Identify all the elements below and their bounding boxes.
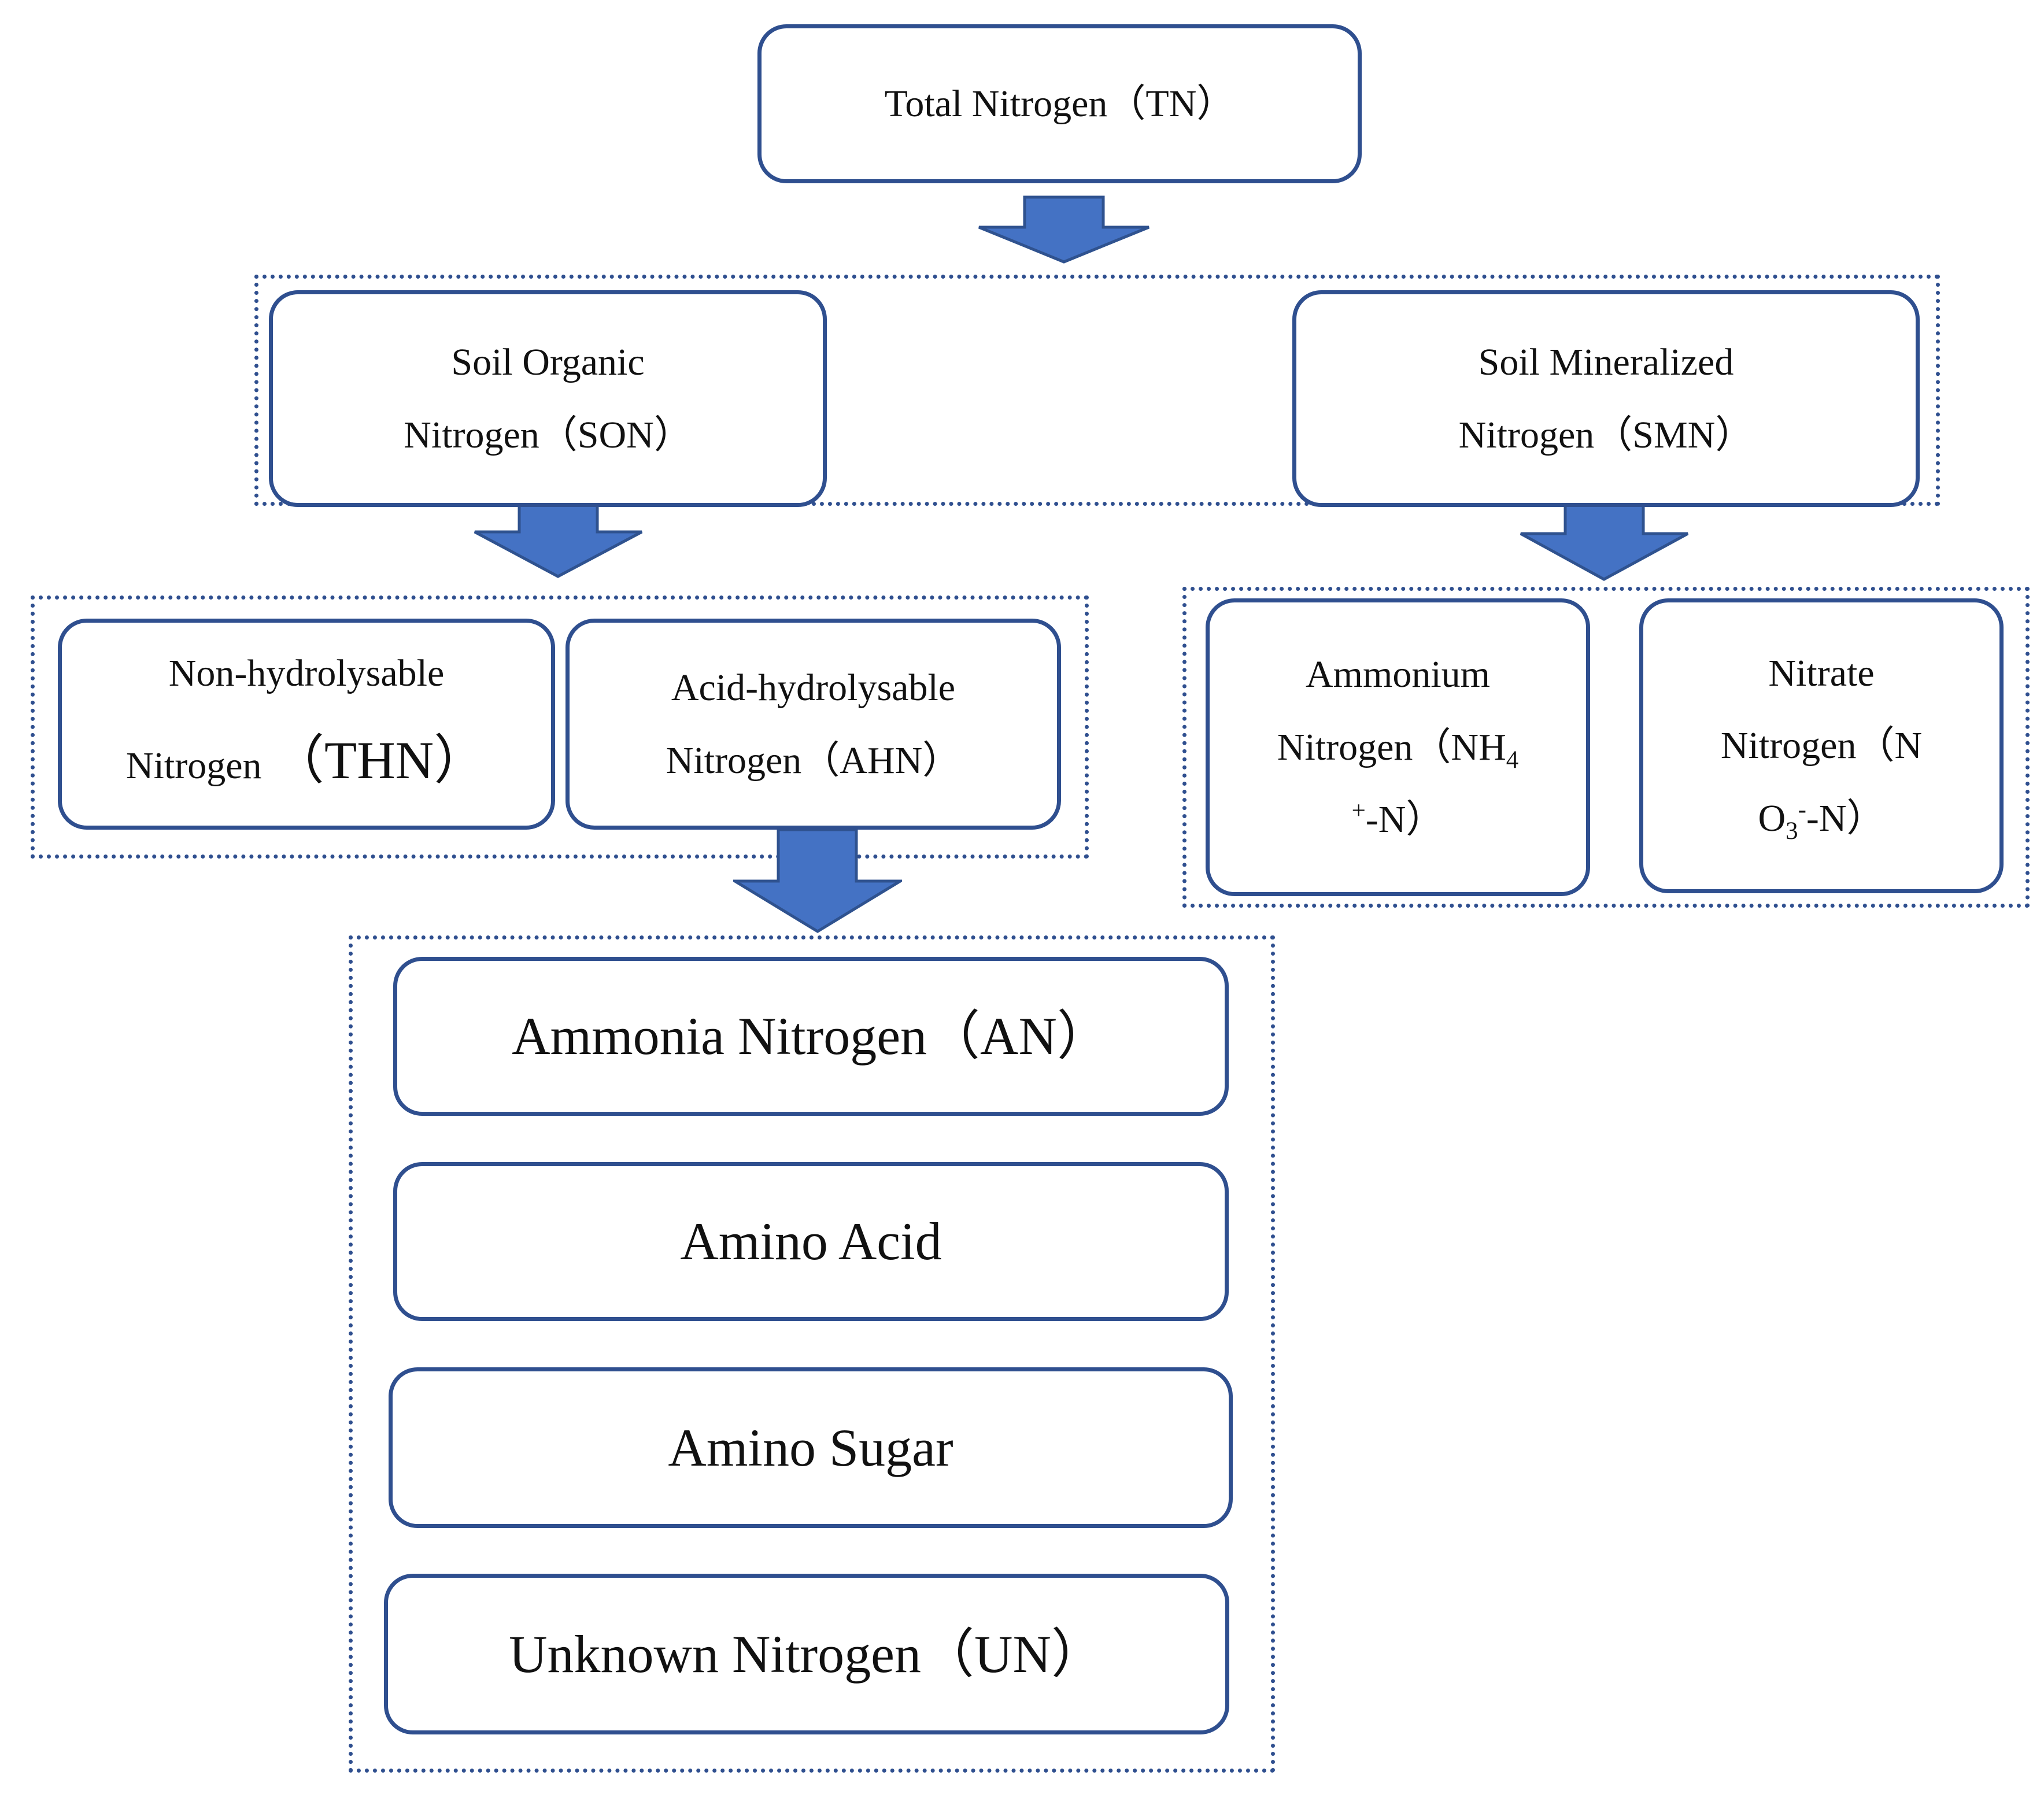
node-soil-organic-nitrogen: Soil Organic Nitrogen（SON） xyxy=(269,290,827,507)
node-label-superscript: + xyxy=(1351,797,1366,825)
node-label-text: Nitrogen（NH xyxy=(1277,726,1506,768)
node-label-text: Nitrogen xyxy=(125,744,272,787)
node-label-line3: O3--N） xyxy=(1758,782,1884,855)
node-label-subscript: 3 xyxy=(1786,817,1798,845)
group-son-smn xyxy=(254,275,1940,506)
node-label: Amino Sugar xyxy=(668,1418,953,1477)
node-label-text: -N） xyxy=(1365,798,1444,841)
node-total-nitrogen: Total Nitrogen（TN） xyxy=(757,24,1362,183)
node-amino-sugar: Amino Sugar xyxy=(389,1367,1233,1528)
node-label-line3: +-N） xyxy=(1352,783,1444,856)
node-label-line2: Nitrogen（N xyxy=(1720,724,1923,767)
node-ammonia-nitrogen: Ammonia Nitrogen（AN） xyxy=(393,957,1229,1116)
node-unknown-nitrogen: Unknown Nitrogen（UN） xyxy=(384,1574,1229,1734)
node-label-subscript: 4 xyxy=(1506,746,1519,774)
node-label-line1: Non-hydrolysable xyxy=(168,652,445,695)
node-label: Amino Acid xyxy=(680,1212,942,1271)
arrow-shape xyxy=(733,828,902,933)
group-ahn-fractions xyxy=(349,935,1275,1773)
arrow-tn-to-group xyxy=(978,195,1149,264)
group-hydrolysis xyxy=(31,595,1089,859)
node-label-superscript: - xyxy=(1798,796,1806,823)
node-ammonium-nitrogen: Ammonium Nitrogen（NH4 +-N） xyxy=(1206,598,1590,896)
node-label-line1: Nitrate xyxy=(1768,652,1875,694)
node-label-line1: Soil Mineralized xyxy=(1478,341,1734,384)
arrow-ahn-to-fractions xyxy=(733,828,902,933)
node-non-hydrolysable-nitrogen: Non-hydrolysable Nitrogen （THN） xyxy=(58,619,555,830)
node-label-text: O xyxy=(1758,797,1786,839)
node-label-line2: Nitrogen（NH4 xyxy=(1277,711,1518,784)
node-label: Total Nitrogen（TN） xyxy=(884,82,1235,125)
node-label-line2: Nitrogen（AHN） xyxy=(666,739,961,782)
node-acid-hydrolysable-nitrogen: Acid-hydrolysable Nitrogen（AHN） xyxy=(565,619,1061,830)
arrow-shape xyxy=(978,195,1149,264)
node-label-line1: Soil Organic xyxy=(451,341,645,384)
node-label-line1: Acid-hydrolysable xyxy=(671,667,956,709)
node-label-line2: Nitrogen（SMN） xyxy=(1458,413,1754,456)
node-label: Unknown Nitrogen（UN） xyxy=(509,1624,1104,1684)
node-nitrate-nitrogen: Nitrate Nitrogen（N O3--N） xyxy=(1639,598,2004,893)
group-mineral xyxy=(1182,587,2030,908)
node-label-line2: Nitrogen （THN） xyxy=(126,710,487,811)
node-amino-acid: Amino Acid xyxy=(393,1162,1229,1321)
node-soil-mineralized-nitrogen: Soil Mineralized Nitrogen（SMN） xyxy=(1292,290,1920,507)
node-label-line1: Ammonium xyxy=(1305,653,1490,696)
node-label-text: -N） xyxy=(1806,797,1885,839)
node-label-abbrev: （THN） xyxy=(271,730,487,790)
node-label-line2: Nitrogen（SON） xyxy=(404,413,692,456)
node-label: Ammonia Nitrogen（AN） xyxy=(512,1007,1110,1066)
